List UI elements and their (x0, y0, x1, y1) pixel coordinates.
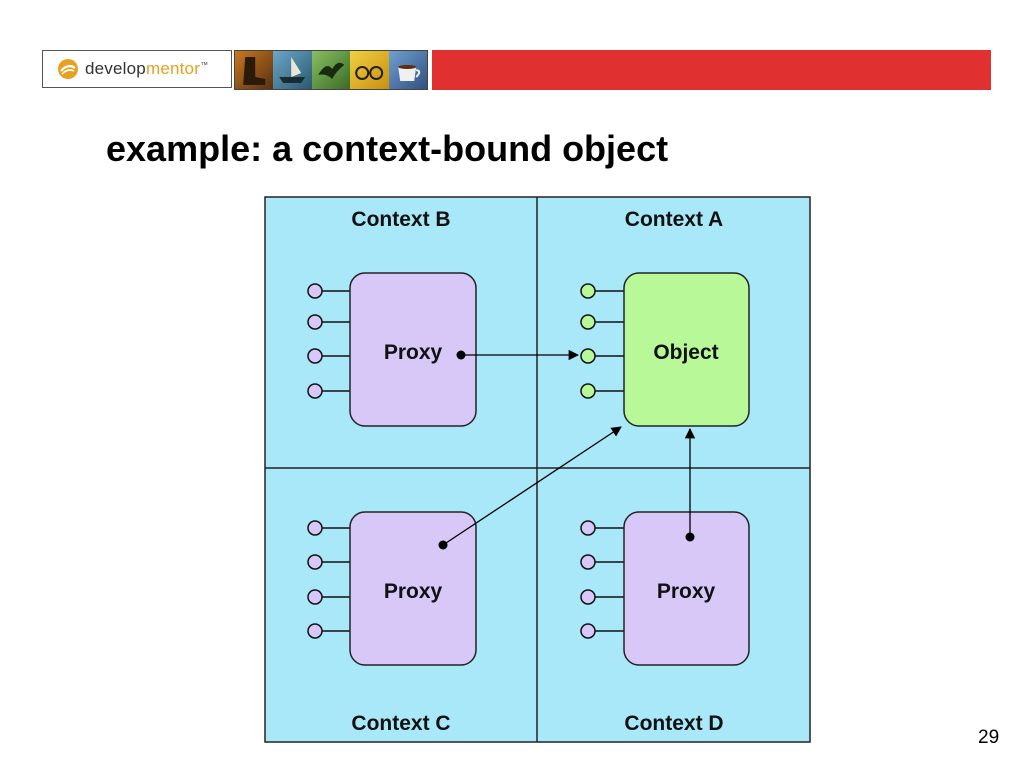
arrow-proxy-b-to-object (456, 349, 580, 361)
object-label-context-a: Object (653, 341, 718, 364)
logo-text-accent: mentor (145, 59, 201, 78)
logo-text: developmentor™ (85, 59, 208, 79)
glasses-icon (350, 51, 389, 89)
developmentor-logo: developmentor™ (42, 50, 232, 88)
proxy-box-context-c: Proxy (307, 511, 477, 666)
coffee-cup-icon (388, 51, 427, 89)
ship-icon (273, 51, 312, 89)
proxy-box-context-d: Proxy (580, 511, 750, 666)
page-number: 29 (978, 727, 1000, 748)
logo-trademark: ™ (200, 60, 209, 70)
arrow-proxy-c-to-object (438, 426, 622, 550)
bird-icon (311, 51, 351, 89)
logo-mark-icon (58, 59, 78, 79)
arrow-proxy-d-to-object (684, 427, 696, 542)
header-red-band (432, 50, 991, 90)
proxy-box-context-b: Proxy (307, 272, 477, 427)
context-d-label: Context D (624, 712, 723, 735)
interface-lollipops (307, 283, 350, 399)
photo-strip (234, 50, 428, 90)
boot-icon (235, 51, 274, 89)
context-c-label: Context C (351, 712, 450, 735)
context-a-label: Context A (625, 208, 723, 231)
logo-text-main: develop (85, 59, 146, 78)
interface-lollipops (307, 520, 350, 639)
object-box-context-a: Object (580, 272, 750, 427)
proxy-label-context-c: Proxy (384, 580, 443, 603)
context-b-label: Context B (351, 208, 450, 231)
interface-lollipops (580, 283, 624, 399)
slide-title: example: a context-bound object (106, 128, 669, 169)
proxy-label-context-b: Proxy (384, 341, 443, 364)
interface-lollipops (580, 520, 624, 639)
header-bar: developmentor™ (42, 50, 991, 90)
proxy-label-context-d: Proxy (657, 580, 716, 603)
